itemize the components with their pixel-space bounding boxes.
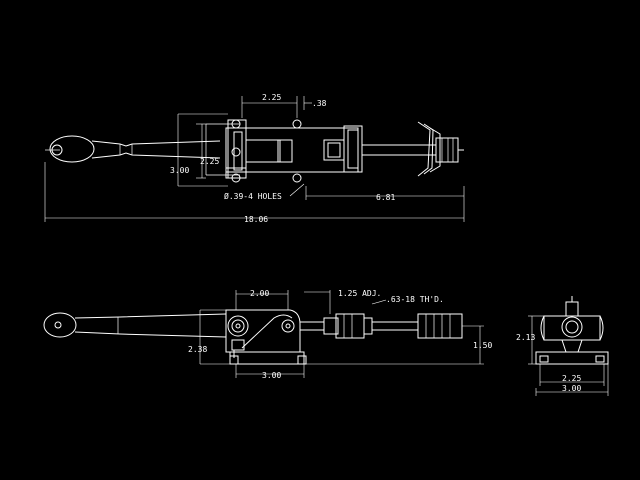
side-body [225,309,307,365]
side-handle [43,312,227,338]
top-dim-2-25-mid: 2.25 [200,157,219,166]
end-dim-2-13: 2.13 [516,333,535,342]
side-dim-3-00: 3.00 [262,371,281,380]
top-dim-2-25: 2.25 [262,93,281,102]
side-dim-2-00: 2.00 [250,289,269,298]
top-dim-3-00: 3.00 [170,166,189,175]
side-dim-1-50: 1.50 [473,341,492,350]
top-dimensions [44,96,465,222]
top-dim-38: .38 [312,99,327,108]
top-holes-note: Ø.39-4 HOLES [224,191,282,201]
top-dim-6-81: 6.81 [376,193,395,202]
top-plunger [323,121,464,177]
top-view: 2.25 .38 3.00 2.25 Ø.39-4 HOLES 6.81 18.… [44,93,465,224]
side-dim-2-38: 2.38 [188,345,207,354]
side-dimensions [199,290,484,378]
end-dim-3-00: 3.00 [562,384,581,393]
side-plunger [300,313,463,339]
top-dim-overall: 18.06 [244,215,268,224]
side-dim-1-25-adj: 1.25 ADJ. [338,289,381,298]
top-body [205,119,359,183]
top-handle [45,135,221,163]
end-view: 2.13 2.25 3.00 [516,296,609,396]
side-view: 2.00 1.25 ADJ. .63-18 TH'D. 2.38 3.00 1.… [43,289,492,380]
end-dim-2-25: 2.25 [562,374,581,383]
side-thread-note: .63-18 TH'D. [386,295,444,304]
